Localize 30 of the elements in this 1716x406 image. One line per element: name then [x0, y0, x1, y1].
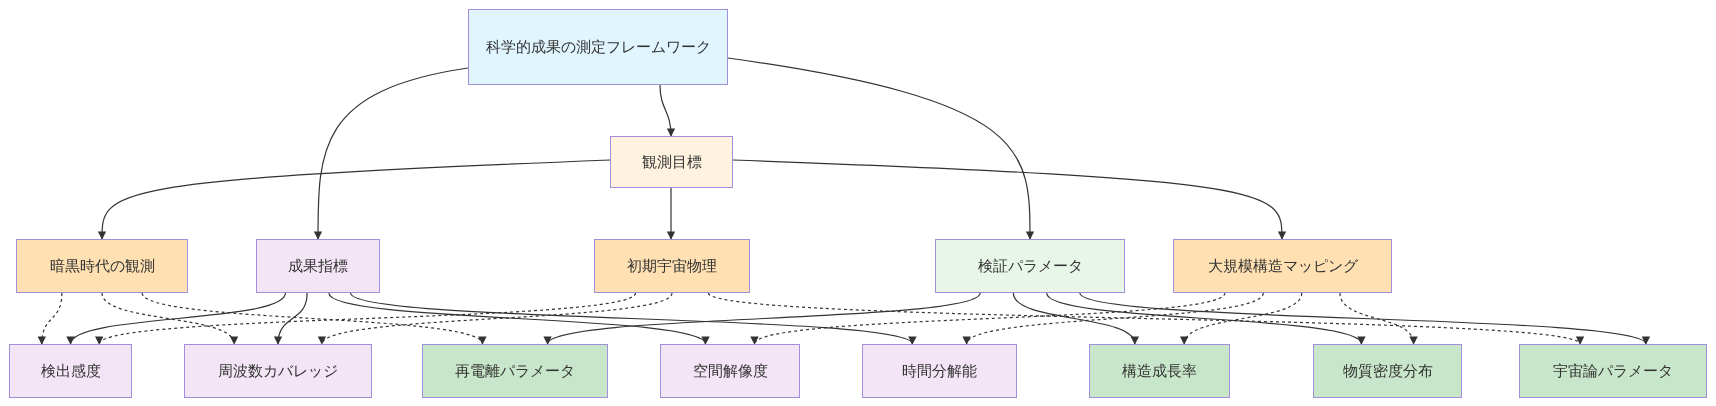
arrow	[727, 57, 1035, 240]
process-box: 時間分解能	[862, 344, 1017, 398]
arrow	[101, 292, 236, 345]
process-box: 再電離パラメータ	[422, 344, 608, 398]
process-box: 初期宇宙物理	[594, 239, 750, 293]
process-box: 科学的成果の測定フレームワーク	[468, 9, 728, 85]
process-box: 暗黒時代の観測	[16, 239, 188, 293]
arrow	[274, 292, 308, 345]
arrow	[98, 292, 637, 345]
process-box: 周波数カバレッジ	[184, 344, 372, 398]
arrow	[349, 292, 914, 345]
process-box: 宇宙論パラメータ	[1519, 344, 1707, 398]
arrow	[546, 292, 981, 345]
process-box: 構造成長率	[1089, 344, 1230, 398]
arrow	[1339, 292, 1417, 345]
process-box: 観測目標	[610, 136, 733, 188]
arrow	[98, 159, 611, 240]
arrow	[659, 84, 675, 137]
arrow	[666, 187, 676, 240]
process-box: 空間解像度	[660, 344, 800, 398]
process-box: 成果指標	[256, 239, 380, 293]
arrow	[732, 159, 1286, 240]
arrow	[141, 292, 484, 345]
arrow	[69, 292, 287, 345]
process-box: 物質密度分布	[1313, 344, 1462, 398]
arrow	[38, 292, 63, 345]
arrow	[313, 67, 469, 240]
process-box: 検証パラメータ	[935, 239, 1125, 293]
process-box: 大規模構造マッピング	[1173, 239, 1392, 293]
process-box: 検出感度	[9, 344, 132, 398]
